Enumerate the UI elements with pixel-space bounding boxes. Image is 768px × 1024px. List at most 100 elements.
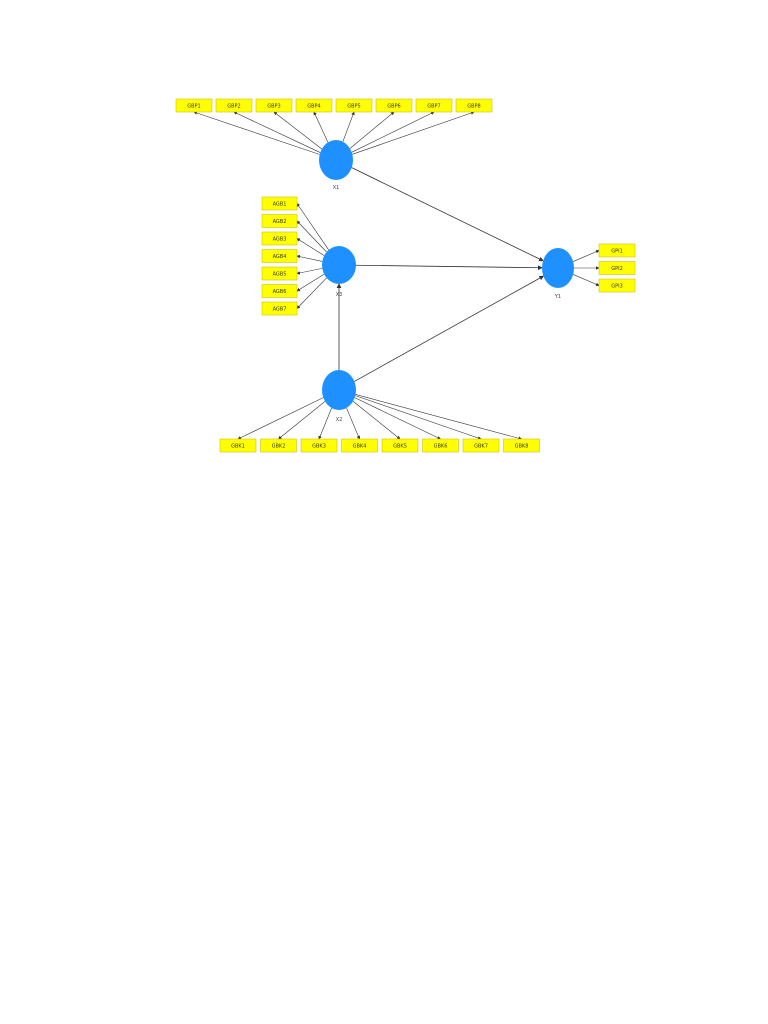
indicator-label: GBP4 <box>307 103 321 109</box>
x1-loadings <box>193 111 475 155</box>
loading-arrow <box>237 397 324 440</box>
indicator-label: GBP6 <box>387 103 401 109</box>
loading-arrow <box>193 111 320 155</box>
indicator-rect <box>300 438 338 453</box>
indicator-rect <box>261 249 298 263</box>
path-x2-to-y1 <box>354 275 545 382</box>
loading-arrow <box>296 220 327 253</box>
indicator-rect <box>261 284 298 298</box>
indicator-label: GBP1 <box>187 103 201 109</box>
indicator-box: GBP5 <box>335 98 373 113</box>
y1-indicators: GPI1 GPI2 GPI3 <box>598 243 636 293</box>
indicator-rect <box>341 438 378 453</box>
indicator-box: GBK7 <box>462 438 500 453</box>
loading-arrow <box>273 111 322 150</box>
loading-arrow <box>296 203 329 251</box>
indicator-box: GPI3 <box>598 278 636 293</box>
indicator-box: GBK5 <box>381 438 419 453</box>
loading-arrow <box>233 111 321 153</box>
loading-arrow <box>346 407 361 440</box>
indicator-label: GBK4 <box>353 443 367 449</box>
latent-y1: Y1 <box>542 248 574 300</box>
indicator-rect <box>381 438 419 453</box>
indicator-label: GBP3 <box>267 103 281 109</box>
indicator-box: GPI1 <box>598 243 636 258</box>
indicator-rect <box>598 243 636 258</box>
loading-arrow <box>349 111 395 149</box>
indicator-rect <box>215 98 253 113</box>
latent-x1-ellipse <box>319 140 353 180</box>
indicator-label: GBK2 <box>272 443 286 449</box>
indicator-rect <box>455 98 493 113</box>
indicator-rect <box>598 261 636 275</box>
indicator-label: GBP2 <box>227 103 241 109</box>
path-x3-to-y1 <box>355 264 543 271</box>
loading-arrow <box>573 250 600 262</box>
indicator-rect <box>261 214 298 228</box>
indicator-label: AGB4 <box>273 254 287 260</box>
indicator-rect <box>503 438 540 453</box>
loading-arrow <box>296 277 327 309</box>
latent-x2-ellipse <box>322 370 356 410</box>
indicator-label: AGB6 <box>273 289 287 295</box>
loading-arrow <box>352 111 475 155</box>
indicator-rect <box>260 438 297 453</box>
indicator-rect <box>255 98 293 113</box>
indicator-rect <box>598 278 636 293</box>
indicator-rect <box>261 196 298 211</box>
indicator-label: GBP7 <box>427 103 441 109</box>
latent-x3-label: X3 <box>336 292 343 298</box>
latent-x1-label: X1 <box>333 185 340 191</box>
indicator-label: AGB3 <box>273 236 287 242</box>
loading-arrow <box>351 111 435 153</box>
loading-arrow <box>278 401 326 440</box>
indicator-label: GBK5 <box>393 443 407 449</box>
indicator-rect <box>219 438 257 453</box>
loading-arrow <box>352 401 401 440</box>
indicator-rect <box>422 438 459 453</box>
loading-arrow <box>296 254 323 262</box>
indicator-box: GPI2 <box>598 261 636 275</box>
indicator-rect <box>375 98 413 113</box>
indicator-box: AGB2 <box>261 214 298 228</box>
x3-loadings <box>296 203 329 309</box>
indicator-rect <box>295 98 333 113</box>
indicator-box: GBK2 <box>260 438 297 453</box>
indicator-label: GBK3 <box>312 443 326 449</box>
indicator-box: GBP4 <box>295 98 333 113</box>
indicator-label: GPI3 <box>611 283 623 289</box>
loading-arrow <box>573 274 600 286</box>
loading-arrow <box>355 395 482 440</box>
indicator-box: AGB3 <box>261 231 298 246</box>
x3-indicators: AGB1 AGB2 AGB3 AGB4 AGB5 AGB6 AGB7 <box>261 196 298 316</box>
x2-loadings <box>237 394 523 440</box>
indicator-label: GPI1 <box>611 248 623 254</box>
indicator-box: AGB4 <box>261 249 298 263</box>
loading-arrow <box>313 111 329 143</box>
indicator-box: GBP6 <box>375 98 413 113</box>
latent-x1: X1 <box>319 140 353 191</box>
y1-block: GPI1 GPI2 GPI3 Y1 <box>542 243 636 300</box>
path-x1-to-y1 <box>351 167 544 262</box>
indicator-label: GPI2 <box>611 266 623 272</box>
indicator-box: GBK1 <box>219 438 257 453</box>
x2-indicators: GBK1 GBK2 GBK3 GBK4 GBK5 GBK6 GBK7 GBK8 <box>219 438 540 453</box>
indicator-label: GBP5 <box>347 103 361 109</box>
indicator-rect <box>335 98 373 113</box>
indicator-label: GBK7 <box>474 443 488 449</box>
loading-arrow <box>354 397 442 440</box>
indicator-label: AGB7 <box>273 306 287 312</box>
indicator-label: GBK8 <box>515 443 529 449</box>
latent-y1-label: Y1 <box>554 294 561 300</box>
loading-arrow <box>355 394 523 440</box>
indicator-box: GBP8 <box>455 98 493 113</box>
x1-indicators: GBP1 GBP2 GBP3 GBP4 GBP5 GBP6 GBP7 GBP8 <box>175 98 493 113</box>
x3-block: AGB1 AGB2 AGB3 AGB4 AGB5 AGB6 AGB7 X3 <box>261 196 356 316</box>
indicator-label: AGB2 <box>273 219 287 225</box>
indicator-box: GBK8 <box>503 438 540 453</box>
x1-block: GBP1 GBP2 GBP3 GBP4 GBP5 GBP6 GBP7 GBP8 … <box>175 98 493 191</box>
indicator-rect <box>462 438 500 453</box>
latent-x2-label: X2 <box>336 417 343 423</box>
indicator-box: GBK6 <box>422 438 459 453</box>
indicator-box: AGB1 <box>261 196 298 211</box>
